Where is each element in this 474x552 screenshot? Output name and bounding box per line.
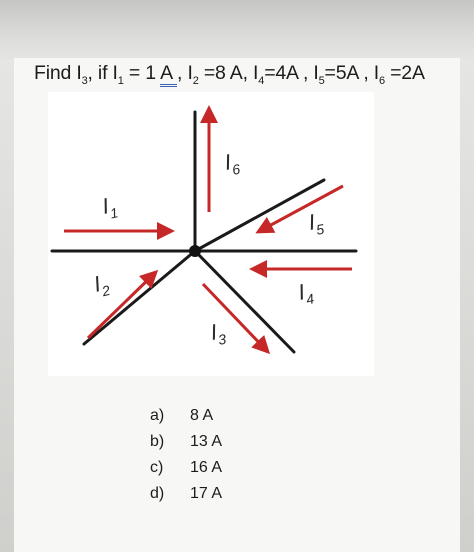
wire-lower-left xyxy=(82,249,197,346)
arrow-i5 xyxy=(255,184,344,234)
label-i2: I2 xyxy=(91,269,112,301)
junction-node xyxy=(189,245,201,257)
label-i1: I1 xyxy=(100,192,120,223)
choice-d[interactable]: d) 17 A xyxy=(150,485,223,502)
choice-b[interactable]: b) 13 A xyxy=(150,433,223,450)
label-i4: I4 xyxy=(296,278,316,309)
top-shadow xyxy=(0,0,474,62)
wire-upper-right xyxy=(193,178,326,253)
label-i5: I5 xyxy=(307,208,326,239)
question-text: Find I3, if I1 = 1 A , I2 =8 A, I4=4A , … xyxy=(34,62,425,87)
underlined-unit: A xyxy=(160,62,178,87)
arrow-i3 xyxy=(201,282,271,355)
arrow-i2 xyxy=(86,269,159,340)
label-i3: I3 xyxy=(209,318,228,349)
choice-c[interactable]: c) 16 A xyxy=(150,459,223,476)
wire-lower-right xyxy=(193,249,296,354)
answer-choices: a) 8 A b) 13 A c) 16 A d) 17 A xyxy=(150,403,222,507)
label-i6: I6 xyxy=(223,148,242,179)
choice-a[interactable]: a) 8 A xyxy=(150,407,214,424)
